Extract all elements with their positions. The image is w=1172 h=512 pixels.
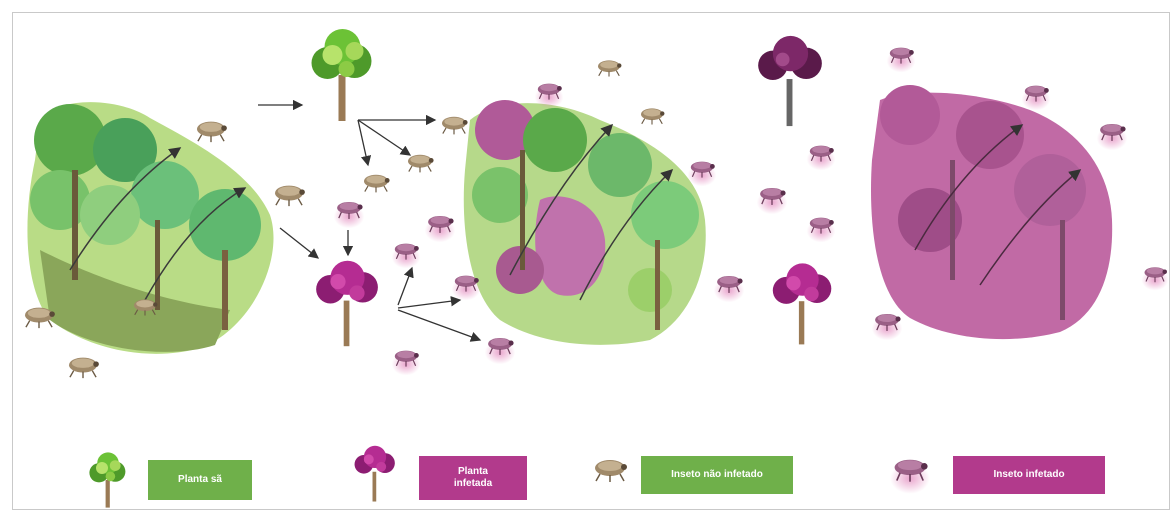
legend-infected-insect-icon	[890, 460, 930, 494]
legend-healthy-plant-label: Planta sã	[148, 460, 252, 500]
dark-infected-tree	[758, 36, 822, 126]
partially-infected-forest	[464, 100, 706, 345]
infected-forest	[871, 85, 1112, 339]
legend-infected-insect-label: Inseto infetado	[953, 456, 1105, 494]
healthy-forest	[27, 102, 273, 354]
legend-infected-plant-icon	[355, 446, 395, 502]
infected-tree-right	[773, 263, 832, 344]
healthy-tree-top	[312, 29, 372, 121]
infected-tree-center	[316, 261, 378, 347]
legend-healthy-plant-icon	[89, 452, 125, 507]
legend-uninfected-insect-icon	[595, 460, 627, 482]
legend-uninfected-insect-label: Inseto não infetado	[641, 456, 793, 494]
legend-infected-plant-label: Planta infetada	[419, 456, 527, 500]
